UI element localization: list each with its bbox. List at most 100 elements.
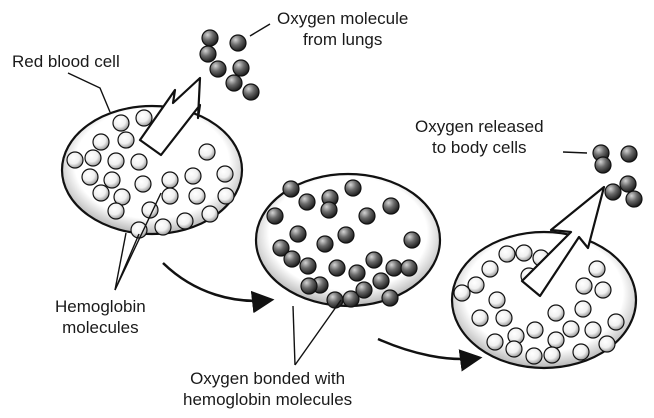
hemoglobin-molecule-icon [107,152,125,170]
oxygen-bonded-molecule-icon [358,207,376,225]
oxygen-molecule-icon [232,59,250,77]
oxygen-molecule-icon [619,175,637,193]
hemoglobin-molecule-icon [130,153,148,171]
hemoglobin-molecule-icon [184,167,202,185]
oxygen-bonded-molecule-icon [381,289,399,307]
oxygen-bonded-molecule-icon [298,193,316,211]
hemoglobin-molecule-icon [525,347,543,365]
transfer-arrow [162,262,275,314]
oxygen-molecule-icon [620,145,638,163]
hemoglobin-molecule-icon [161,187,179,205]
oxygen-released-label: Oxygen released to body cells [415,117,544,157]
oxygen-intake-arrow [138,76,202,157]
oxygen-molecule-icon [199,45,217,63]
leader-line [114,192,162,291]
hemoglobin-molecule-icon [161,171,179,189]
oxygen-bonded-molecule-icon [385,259,403,277]
hemoglobin-molecule-icon [547,331,565,349]
hemoglobin-molecule-icon [92,133,110,151]
oxygen-bonded-molecule-icon [365,251,383,269]
hemoglobin-molecule-icon [515,244,533,262]
oxygen-bonded-molecule-icon [283,250,301,268]
hemoglobin-molecule-icon [488,291,506,309]
hemoglobin-molecule-icon [107,202,125,220]
hemoglobin-molecule-icon [471,309,489,327]
hemoglobin-molecule-icon [562,320,580,338]
hemoglobin-label: Hemoglobin molecules [55,297,146,337]
hemoglobin-molecule-icon [572,343,590,361]
oxygen-bonded-molecule-icon [299,257,317,275]
leader-line [562,151,588,154]
oxygen-molecule-icon [229,34,247,52]
hemoglobin-molecule-icon [216,165,234,183]
hemoglobin-molecule-icon [574,300,592,318]
hemoglobin-molecule-icon [547,304,565,322]
hemoglobin-molecule-icon [594,281,612,299]
oxygen-bonded-molecule-icon [355,281,373,299]
hemoglobin-molecule-icon [607,313,625,331]
red-blood-cell-label: Red blood cell [12,52,120,71]
hemoglobin-molecule-icon [103,171,121,189]
hemoglobin-molecule-icon [66,151,84,169]
hemoglobin-molecule-icon [141,201,159,219]
oxygen-bonded-molecule-icon [328,259,346,277]
hemoglobin-molecule-icon [584,321,602,339]
oxygen-bonded-molecule-icon [372,272,390,290]
hemoglobin-molecule-icon [81,168,99,186]
hemoglobin-molecule-icon [505,340,523,358]
oxygen-bonded-molecule-icon [282,180,300,198]
hemoglobin-molecule-icon [467,276,485,294]
hemoglobin-molecule-icon [84,149,102,167]
oxygen-bonded-molecule-icon [400,259,418,277]
oxygen-bonded-molecule-icon [272,239,290,257]
hemoglobin-molecule-icon [112,114,130,132]
hemoglobin-molecule-icon [598,335,616,353]
hemoglobin-molecule-icon [176,212,194,230]
hemoglobin-molecule-icon [495,309,513,327]
hemoglobin-molecule-icon [198,143,216,161]
oxygen-bonded-molecule-icon [300,277,318,295]
leader-line [114,232,127,291]
hemoglobin-molecule-icon [217,187,235,205]
hemoglobin-molecule-icon [575,277,593,295]
oxygen-release-arrow [520,185,606,298]
oxygen-bonded-molecule-icon [382,197,400,215]
oxygen-from-lungs-label: Oxygen molecule from lungs [277,9,409,49]
hemoglobin-molecule-icon [117,131,135,149]
oxygen-molecule-icon [594,156,612,174]
oxygen-bonded-molecule-icon [337,226,355,244]
oxygen-molecule-icon [201,29,219,47]
oxygen-molecule-icon [209,60,227,78]
hemoglobin-molecule-icon [154,218,172,236]
oxygen-bonded-molecule-icon [289,225,307,243]
hemoglobin-molecule-icon [134,175,152,193]
oxygen-bonded-molecule-icon [403,231,421,249]
oxygen-bonded-molecule-icon [348,264,366,282]
oxygen-bonded-molecule-icon [316,235,334,253]
hemoglobin-molecule-icon [543,346,561,364]
oxygen-molecule-icon [604,183,622,201]
hemoglobin-molecule-icon [453,284,471,302]
molecules [66,29,643,365]
hemoglobin-molecule-icon [135,109,153,127]
oxygen-molecule-icon [242,83,260,101]
hemoglobin-molecule-icon [481,260,499,278]
leader-lines [67,23,588,366]
hemoglobin-molecule-icon [92,184,110,202]
transfer-arrow [377,337,483,372]
arrows [138,76,606,372]
hemoglobin-molecule-icon [201,205,219,223]
oxygen-bonded-molecule-icon [344,179,362,197]
hemoglobin-molecule-icon [498,245,516,263]
oxygen-bonded-molecule-icon [266,207,284,225]
hemoglobin-molecule-icon [526,321,544,339]
oxygen-molecule-icon [625,190,643,208]
leader-line [292,305,296,366]
leader-line [67,72,111,113]
hemoglobin-molecule-icon [188,187,206,205]
leader-line [249,23,271,37]
leader-line [294,299,342,366]
oxygen-bonded-molecule-icon [320,201,338,219]
